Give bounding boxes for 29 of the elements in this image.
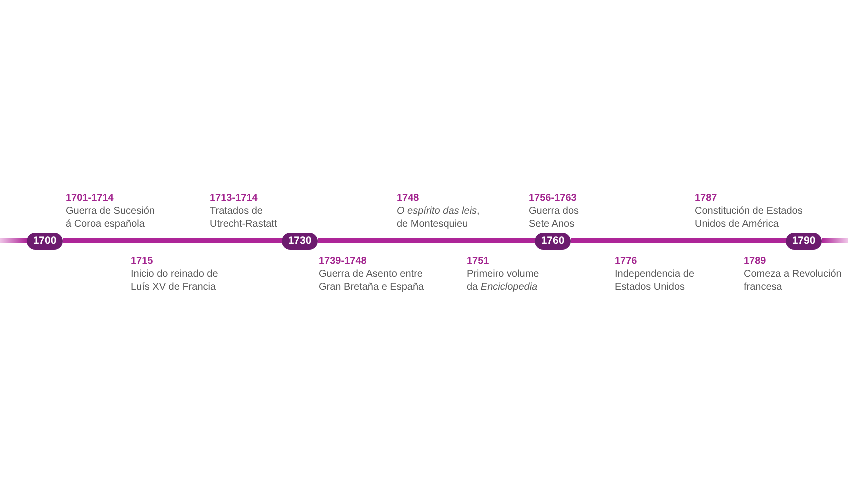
event-year: 1715 xyxy=(131,255,154,268)
event-year: 1789 xyxy=(744,255,766,268)
event-year: 1751 xyxy=(467,255,490,268)
event-year: 1701-1714 xyxy=(66,192,114,205)
event-year: 1776 xyxy=(615,255,638,268)
timeline-line xyxy=(822,238,848,244)
year-marker: 1730 xyxy=(282,232,318,250)
event-description: Comeza a Revolución francesa xyxy=(744,268,843,294)
event-description: Inicio do reinado de Luís XV de Francia xyxy=(131,268,220,294)
timeline-line xyxy=(63,238,282,244)
event-description: Guerra de Sucesión á Coroa española xyxy=(66,205,156,231)
timeline-line xyxy=(571,238,786,244)
event-description: Guerra dos Sete Anos xyxy=(529,205,580,231)
event-description: Tratados de Utrecht-Rastatt xyxy=(210,205,278,231)
event-year: 1739-1748 xyxy=(319,255,367,268)
year-marker: 1760 xyxy=(535,232,571,250)
event-year: 1713-1714 xyxy=(210,192,258,205)
event-description: Primeiro volume da Enciclopedia xyxy=(467,268,540,294)
timeline-line xyxy=(0,238,27,244)
event-description: Independencia de Estados Unidos xyxy=(615,268,696,294)
year-marker: 1790 xyxy=(786,232,822,250)
event-year: 1787 xyxy=(695,192,718,205)
timeline-line xyxy=(318,238,535,244)
event-year: 1748 xyxy=(397,192,420,205)
event-description: Constitución de Estados Unidos de América xyxy=(695,205,804,231)
year-marker: 1700 xyxy=(27,232,63,250)
event-description: O espírito das leis, de Montesquieu xyxy=(397,205,481,231)
event-year: 1756-1763 xyxy=(529,192,577,205)
event-description: Guerra de Asento entre Gran Bretaña e España xyxy=(319,268,426,294)
